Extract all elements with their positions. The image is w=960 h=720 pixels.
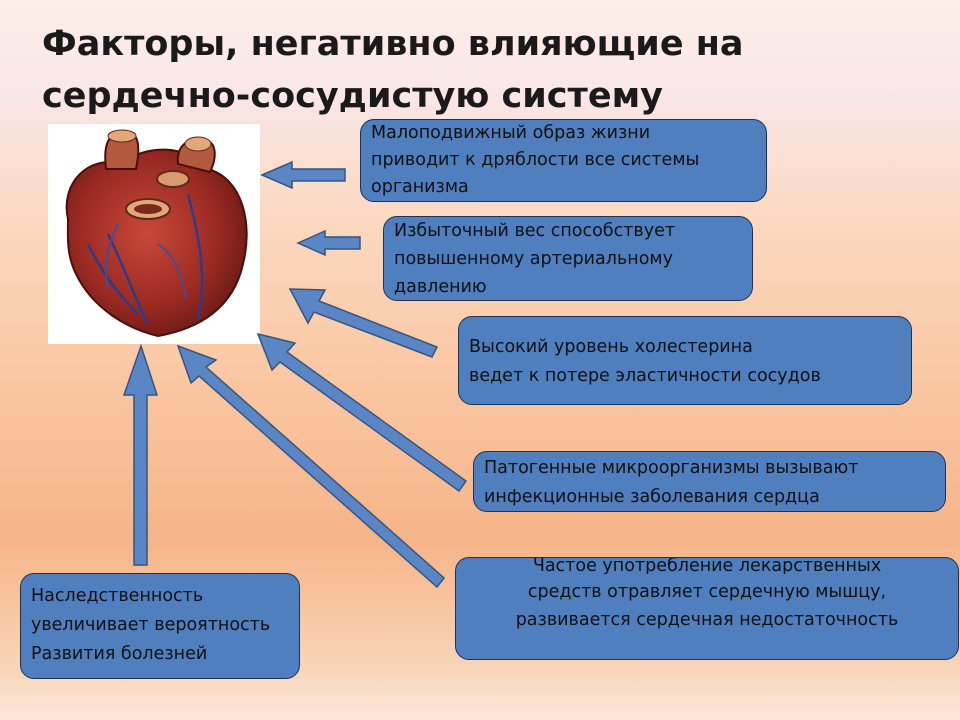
page-title: Факторы, негативно влияющие на сердечно-… — [42, 18, 922, 122]
factor-text: инфекционные заболевания сердца — [484, 487, 820, 507]
arrow-2 — [296, 229, 361, 257]
factor-text: средств отравляет сердечную мышцу, — [527, 582, 887, 602]
factor-text: Частое употребление лекарственных — [532, 558, 882, 574]
heart-icon — [65, 129, 248, 338]
factor-text: Развития болезней — [31, 644, 208, 664]
factor-text: Высокий уровень холестерина — [469, 337, 753, 357]
arrow-5 — [176, 344, 446, 589]
arrow-1 — [260, 160, 346, 190]
title-line-1: Факторы, негативно влияющие на — [42, 24, 744, 64]
factor-text: увеличивает вероятность — [31, 615, 271, 635]
factor-box-cholesterol: Высокий уровень холестерина ведет к поте… — [458, 316, 912, 405]
factor-box-overweight: Избыточный вес способствует повышенному … — [383, 216, 753, 301]
title-line-2: сердечно-сосудистую систему — [42, 76, 663, 116]
factor-text: приводит к дряблости все системы — [371, 150, 700, 170]
factor-box-sedentary: Малоподвижный образ жизни приводит к дря… — [360, 119, 767, 202]
factor-text: повышенному артериальному — [394, 249, 673, 269]
factor-text: ведет к потере эластичности сосудов — [469, 366, 821, 386]
arrow-3 — [288, 288, 439, 358]
heart-image — [48, 124, 260, 344]
arrow-6 — [122, 343, 159, 566]
arrow-4 — [256, 332, 468, 493]
factor-text: организма — [371, 177, 469, 197]
factor-text: Малоподвижный образ жизни — [371, 123, 651, 143]
factor-box-medication: Частое употребление лекарственных средст… — [455, 557, 959, 660]
factor-text: Избыточный вес способствует — [394, 221, 676, 241]
factor-box-heredity: Наследственность увеличивает вероятность… — [20, 573, 300, 679]
factor-text: Наследственность — [31, 586, 204, 606]
factor-text: Патогенные микроорганизмы вызывают — [484, 458, 859, 478]
factor-text: давлению — [394, 277, 487, 297]
factor-text: развивается сердечная недостаточность — [515, 610, 899, 630]
factor-box-microorganisms: Патогенные микроорганизмы вызывают инфек… — [473, 451, 946, 512]
